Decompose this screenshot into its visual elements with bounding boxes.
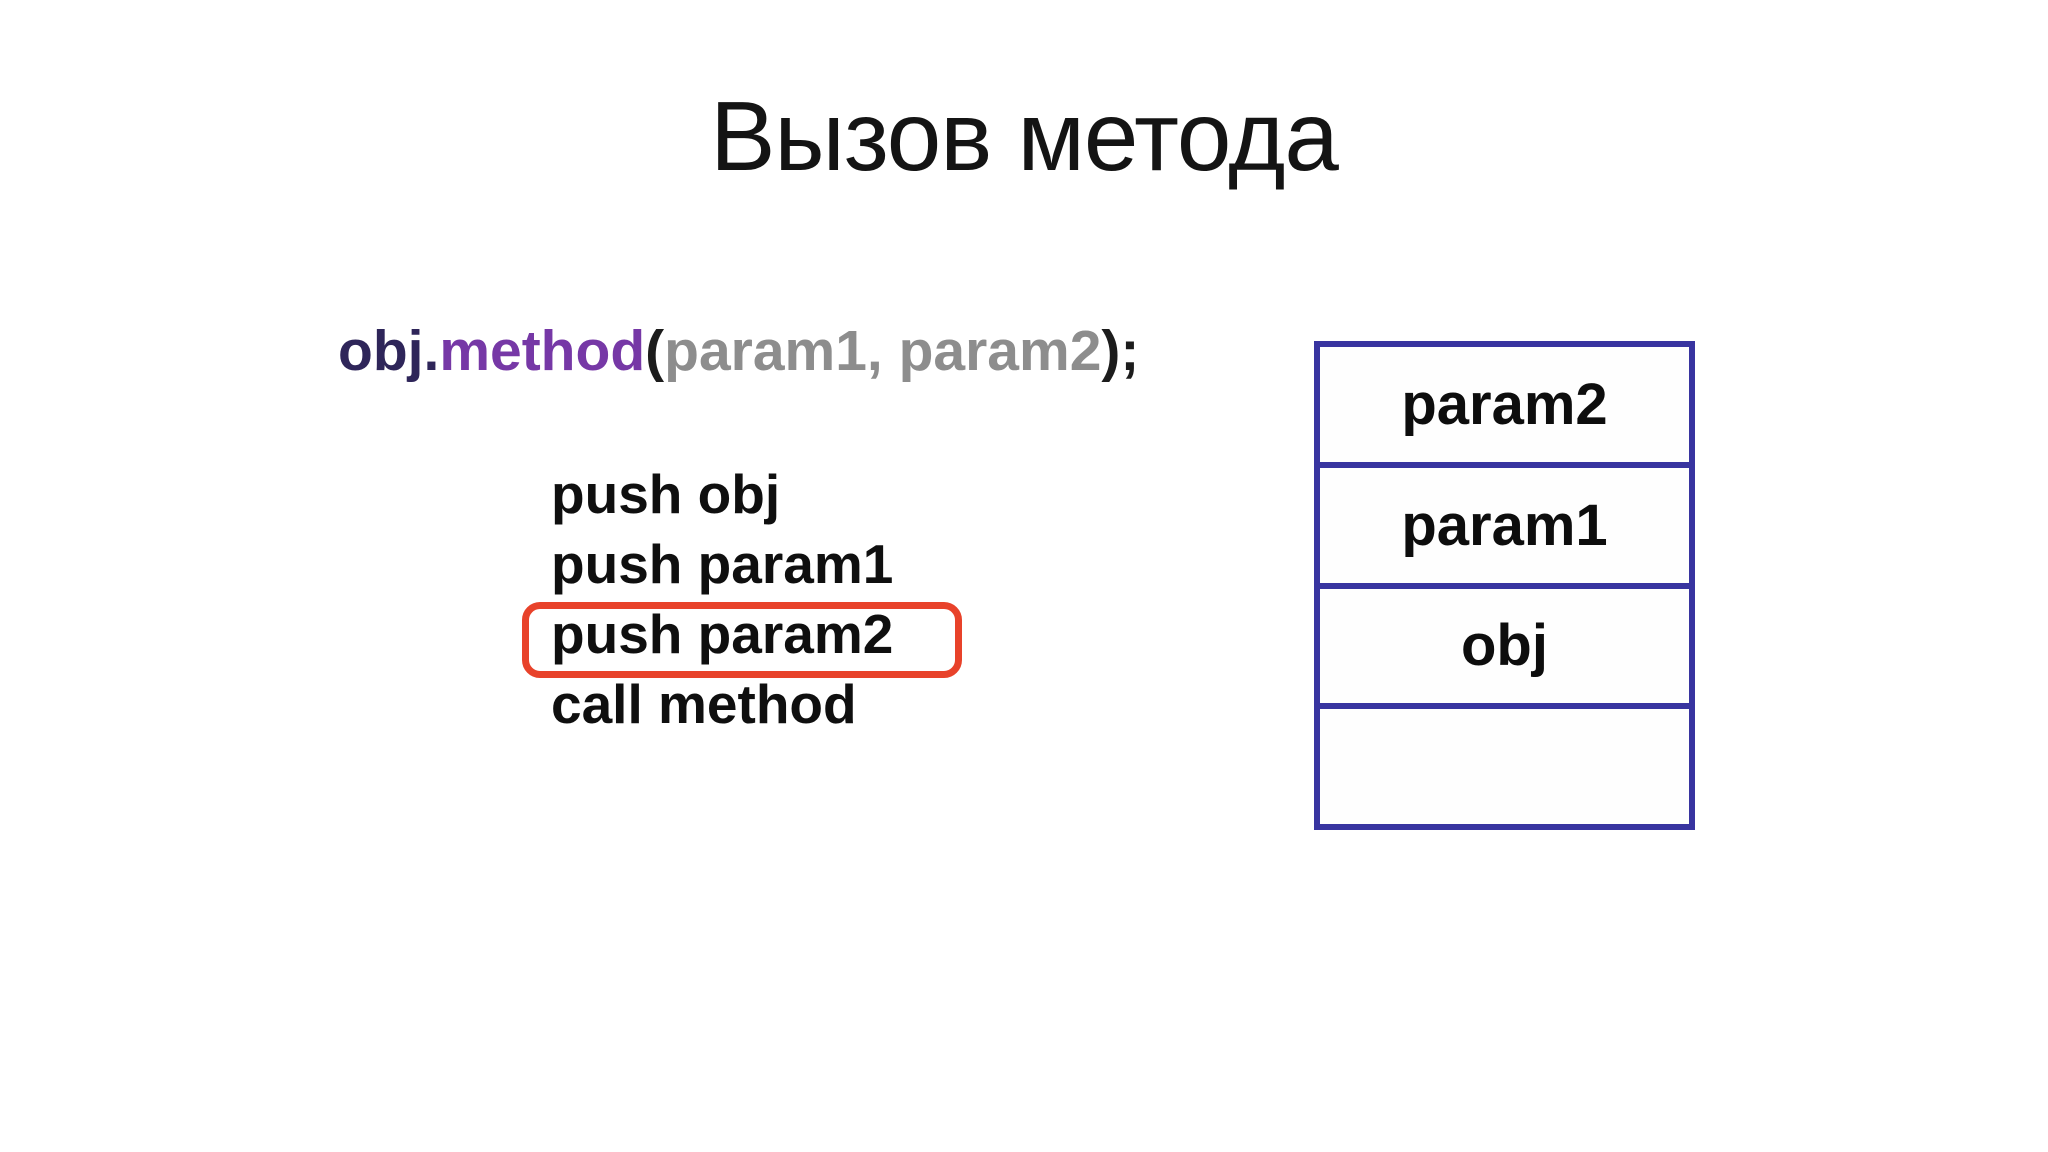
asm-line-call-method: call method (551, 673, 857, 735)
code-param1-token: param1 (664, 319, 867, 383)
code-method-token: method (439, 319, 646, 383)
slide-title: Вызов метода (710, 81, 1339, 191)
stack-cell-param1: param1 (1320, 468, 1689, 589)
code-close-token: ); (1101, 319, 1140, 383)
code-separator-token: , (866, 319, 899, 383)
asm-line-push-param1: push param1 (551, 533, 894, 595)
asm-line-push-param2: push param2 (551, 603, 894, 665)
asm-line-push-obj: push obj (551, 463, 781, 525)
code-open-paren-token: ( (645, 319, 665, 383)
stack-cell-obj: obj (1320, 589, 1689, 710)
code-param2-token: param2 (898, 319, 1102, 383)
method-call-code: obj.method(param1, param2); (338, 318, 1139, 384)
assembly-block: push obj push param1 push param2 call me… (522, 459, 962, 739)
stack-diagram: param2 param1 obj (1314, 341, 1695, 830)
stack-cell-empty (1320, 709, 1689, 824)
code-object-token: obj. (338, 319, 440, 383)
stack-cell-param2: param2 (1320, 347, 1689, 468)
